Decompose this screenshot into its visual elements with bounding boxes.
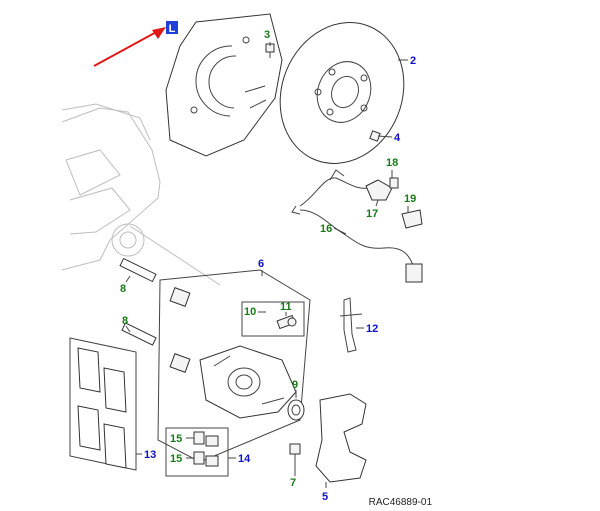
- callout-7: 7: [290, 477, 296, 489]
- sensor-bracket: [365, 177, 423, 229]
- pad-retaining-spring: [339, 297, 363, 353]
- caliper-kit-frame: [157, 269, 311, 463]
- screw-4: [369, 130, 381, 142]
- callout-labels: 3 2 4 18 19 17 16 6 8 10 11 8 12 9 15 13…: [120, 29, 416, 503]
- piston-seal: [287, 399, 305, 421]
- brake-caliper: [199, 345, 297, 419]
- callout-15-lower: 15: [170, 453, 182, 465]
- callout-15-upper: 15: [170, 433, 182, 445]
- callout-14: 14: [238, 453, 251, 465]
- side-marker: L: [166, 21, 178, 35]
- caliper-carrier: [315, 393, 367, 483]
- callout-17: 17: [366, 208, 378, 220]
- callout-5: 5: [322, 491, 328, 503]
- callout-10: 10: [244, 306, 256, 318]
- callout-13: 13: [144, 449, 156, 461]
- carrier-bolt: [289, 443, 301, 468]
- callout-2: 2: [410, 55, 416, 67]
- side-marker-label: L: [169, 23, 176, 35]
- callout-4: 4: [394, 132, 401, 144]
- pin-boot-lower: [169, 353, 191, 373]
- callout-8-upper: 8: [120, 283, 126, 295]
- brake-pads-kit: [69, 337, 137, 471]
- callout-6: 6: [258, 258, 264, 270]
- callout-19: 19: [404, 193, 416, 205]
- wheel-speed-sensor-harness: [291, 169, 423, 283]
- guide-pin-upper: [119, 257, 157, 283]
- callout-18: 18: [386, 157, 398, 169]
- callout-16: 16: [320, 223, 332, 235]
- bleed-screw-kit: [241, 301, 305, 337]
- red-arrow-icon: [93, 27, 166, 67]
- vehicle-outline: [61, 103, 221, 286]
- pin-boot-upper: [169, 287, 191, 307]
- callout-11: 11: [280, 301, 292, 313]
- brake-dust-shield: [165, 13, 283, 157]
- brake-disc: [279, 22, 405, 164]
- bushing-kit: [165, 427, 229, 477]
- guide-pin-lower: [121, 322, 157, 346]
- callout-8-lower: 8: [122, 315, 128, 327]
- callout-12: 12: [366, 323, 378, 335]
- callout-3: 3: [264, 29, 270, 41]
- diagram-code: RAC46889-01: [369, 497, 433, 508]
- leader-lines: [125, 42, 409, 488]
- callout-9: 9: [292, 379, 298, 391]
